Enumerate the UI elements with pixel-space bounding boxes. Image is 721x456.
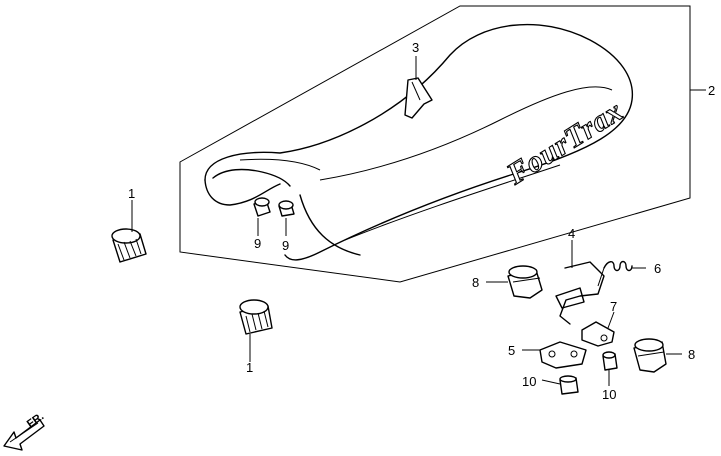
part-4-lock-hook bbox=[555, 261, 605, 325]
part-1-cushion-bottom bbox=[239, 299, 273, 335]
part-1-cushion-top bbox=[111, 228, 147, 263]
callout-8-left: 8 bbox=[472, 275, 479, 290]
seat-assembly-outline bbox=[179, 5, 691, 283]
part-10-nut-right bbox=[602, 351, 618, 371]
part-7-bracket bbox=[581, 321, 615, 347]
part-8-stopper-left bbox=[507, 265, 543, 299]
part-5-base-plate bbox=[539, 341, 587, 369]
front-direction-arrow: FR. bbox=[3, 410, 46, 451]
callout-2: 2 bbox=[708, 83, 715, 98]
callout-10-left: 10 bbox=[522, 374, 536, 389]
part-9-grommet-right bbox=[278, 200, 295, 217]
part-10-nut-left bbox=[559, 375, 579, 395]
callout-9-right: 9 bbox=[282, 238, 289, 253]
part-9-grommet-left bbox=[253, 197, 271, 217]
callout-3: 3 bbox=[412, 40, 419, 55]
part-3-strap bbox=[404, 77, 433, 119]
callout-6: 6 bbox=[654, 261, 661, 276]
callout-10-right: 10 bbox=[602, 387, 616, 402]
callout-labels: 1 1 2 3 4 5 6 7 8 8 9 9 10 10 bbox=[128, 40, 715, 402]
part-8-stopper-right bbox=[633, 338, 667, 373]
brand-logo: FourTrax bbox=[500, 94, 629, 192]
part-6-spring bbox=[597, 260, 633, 287]
callout-9-left: 9 bbox=[254, 236, 261, 251]
callout-1-bottom: 1 bbox=[246, 360, 253, 375]
callout-7: 7 bbox=[610, 299, 617, 314]
seat-body bbox=[204, 23, 634, 261]
callout-5: 5 bbox=[508, 343, 515, 358]
leader-lines bbox=[131, 56, 706, 386]
callout-4: 4 bbox=[568, 226, 575, 241]
callout-1-top: 1 bbox=[128, 186, 135, 201]
callout-8-right: 8 bbox=[688, 347, 695, 362]
